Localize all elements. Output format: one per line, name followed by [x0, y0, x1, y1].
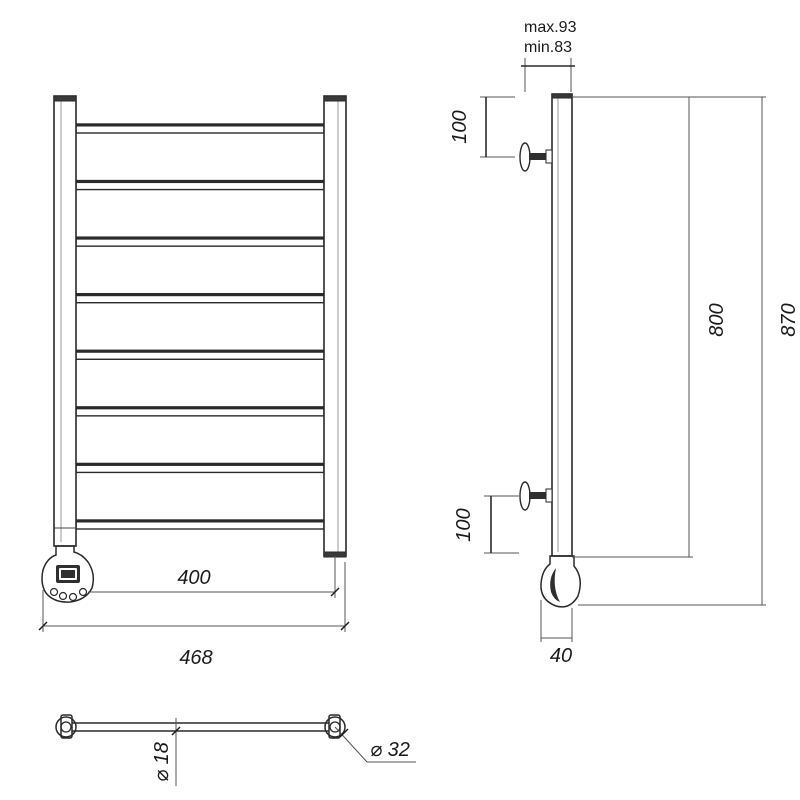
- dim-800-label: 800: [706, 303, 728, 336]
- dim-max-93-label: max.93: [524, 19, 577, 36]
- left-post: [53, 95, 77, 547]
- top-right-mount: [324, 714, 346, 739]
- rung-top-edge: [76, 293, 324, 297]
- dim-depth-range: max.93 min.83: [521, 19, 577, 92]
- dim-diameter-32-label: ⌀ 32: [370, 739, 410, 761]
- thermostat-button-3: [68, 592, 78, 602]
- thermostat-button-1: [49, 587, 59, 597]
- left-post-cap: [53, 95, 77, 102]
- thermostat-button-4: [78, 587, 88, 597]
- side-post-cap: [551, 93, 573, 99]
- dim-min-83-label: min.83: [524, 39, 572, 56]
- dim-100-top-label: 100: [449, 110, 471, 143]
- top-view: ⌀ 18 ⌀ 32: [55, 714, 416, 786]
- dim-400: 400: [88, 556, 340, 598]
- dim-100-top: 100: [449, 96, 515, 158]
- side-post: [551, 93, 573, 557]
- dim-870-label: 870: [778, 303, 800, 336]
- dim-40: 40: [540, 600, 573, 667]
- front-view: 400 468: [38, 95, 350, 669]
- dim-468: 468: [38, 562, 350, 669]
- top-left-mount: [55, 714, 77, 739]
- thermostat-heater: [41, 545, 95, 603]
- rung-top-edge: [76, 350, 324, 353]
- right-post-cap: [323, 95, 347, 102]
- side-heater: [540, 555, 581, 608]
- rung-top-edge: [76, 406, 324, 410]
- dim-100-bottom: 100: [453, 495, 519, 554]
- dim-800: 800: [572, 96, 728, 558]
- wall-bracket-bottom: [519, 481, 553, 511]
- rung-top-edge: [76, 124, 324, 127]
- dim-100-bottom-label: 100: [453, 508, 475, 541]
- dim-468-label: 468: [179, 647, 212, 669]
- dim-40-label: 40: [550, 645, 572, 667]
- dim-diameter-18: ⌀ 18: [151, 718, 181, 786]
- wall-bracket-top: [519, 142, 553, 172]
- rung-top-edge: [76, 463, 324, 466]
- dim-diameter-18-label: ⌀ 18: [151, 742, 173, 782]
- rung-top-edge: [76, 520, 324, 523]
- rungs: [75, 123, 325, 530]
- thermostat-button-2: [58, 591, 68, 601]
- rung-top-edge: [76, 180, 324, 184]
- side-view: max.93 min.83 100: [449, 19, 800, 667]
- dim-400-label: 400: [177, 567, 210, 589]
- dim-870: 870: [578, 96, 800, 606]
- rung-top-edge: [76, 237, 324, 240]
- right-post: [323, 95, 347, 557]
- dim-diameter-32: ⌀ 32: [334, 726, 416, 763]
